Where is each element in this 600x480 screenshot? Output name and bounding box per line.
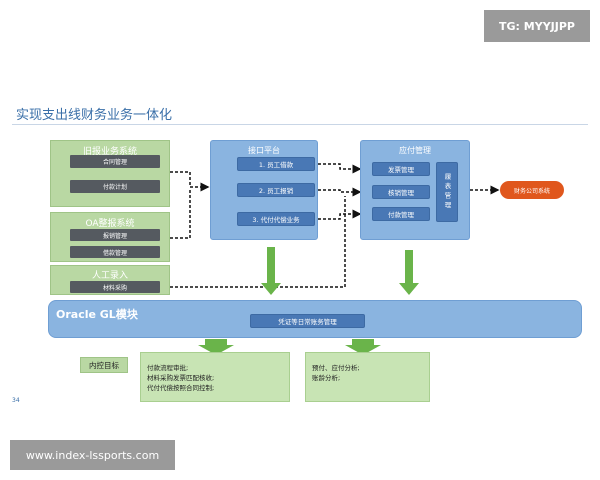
- material-purchase-box: 材料采购: [70, 281, 160, 293]
- oracle-down-arrow-1: [198, 339, 234, 355]
- internal-control-label: 内控目标: [80, 357, 128, 373]
- agency-payment-box: 3. 代付代偿业务: [237, 212, 315, 226]
- control-target-box-2: 预付、应付分析; 账龄分析;: [305, 352, 430, 402]
- watermark-bottom: www.index-lssports.com: [10, 440, 175, 470]
- loan-management-box: 借款管理: [70, 246, 160, 258]
- manual-entry-title: 人工录入: [91, 271, 128, 281]
- title-divider: [12, 124, 588, 125]
- control-line: 付款流程审批;: [147, 364, 189, 372]
- payment-management-box: 付款管理: [372, 207, 430, 221]
- manual-connector: [170, 196, 346, 288]
- control-target-box-1: 付款流程审批; 材料采购发票匹配核收; 代付代偿按照合同控制;: [140, 352, 290, 402]
- contract-management-box: 合同管理: [70, 155, 160, 168]
- payment-plan-box: 付款计划: [70, 180, 160, 193]
- ap-down-arrow: [399, 250, 419, 295]
- invoice-management-box: 发票管理: [372, 162, 430, 176]
- interface-ap-connector-2: [318, 187, 362, 197]
- interface-ap-connector-1: [318, 163, 362, 174]
- interface-platform-title: 接口平台: [248, 146, 280, 155]
- verification-management-box: 核销管理: [372, 185, 430, 199]
- employee-reimbursement-box: 2. 员工报销: [237, 183, 315, 197]
- control-line: 材料采购发票匹配核收;: [147, 374, 215, 382]
- page-title: 实现支出线财务业务一体化: [16, 108, 173, 123]
- oa-system-title: OA整报系统: [85, 219, 135, 229]
- legacy-system-title: 旧报业务系统: [82, 147, 137, 157]
- legacy-connector: [170, 171, 210, 192]
- oracle-gl-title: Oracle GL模块: [56, 308, 138, 321]
- page-number: 34: [12, 397, 20, 404]
- employee-loan-box: 1. 员工借款: [237, 157, 315, 171]
- performance-management-box: 履表管理: [436, 162, 458, 222]
- interface-down-arrow: [261, 247, 281, 295]
- control-line: 账龄分析;: [312, 374, 341, 382]
- watermark-top: TG: MYYJJPP: [484, 10, 590, 42]
- control-line: 代付代偿按照合同控制;: [147, 384, 215, 392]
- legacy-system-group: 旧报业务系统: [50, 140, 170, 207]
- control-line: 预付、应付分析;: [312, 364, 360, 372]
- oa-connector: [170, 190, 191, 239]
- voucher-management-box: 凭证等日常账务管理: [250, 314, 365, 328]
- ap-management-title: 应付管理: [399, 146, 431, 155]
- reimbursement-management-box: 报销管理: [70, 229, 160, 241]
- oracle-down-arrow-2: [345, 339, 381, 355]
- finance-company-system: 财务公司系统: [500, 181, 564, 199]
- interface-ap-connector-3: [318, 209, 362, 220]
